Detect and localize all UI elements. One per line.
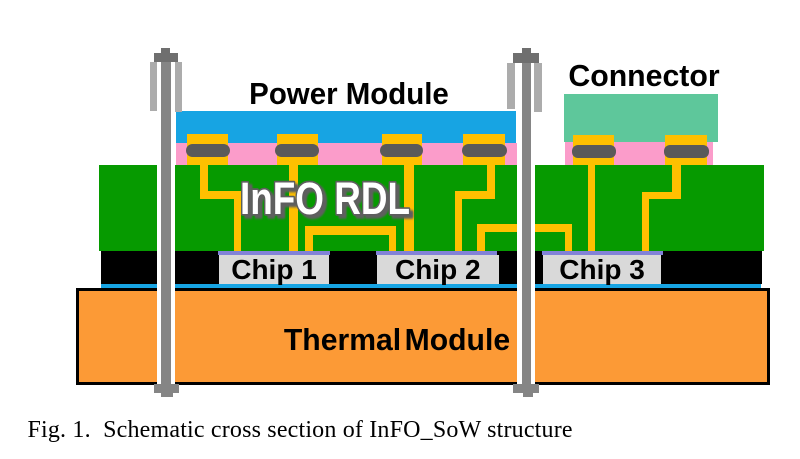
svg-text:InFO RDL: InFO RDL	[243, 177, 413, 227]
svg-text:InFO RDL: InFO RDL	[240, 174, 410, 224]
